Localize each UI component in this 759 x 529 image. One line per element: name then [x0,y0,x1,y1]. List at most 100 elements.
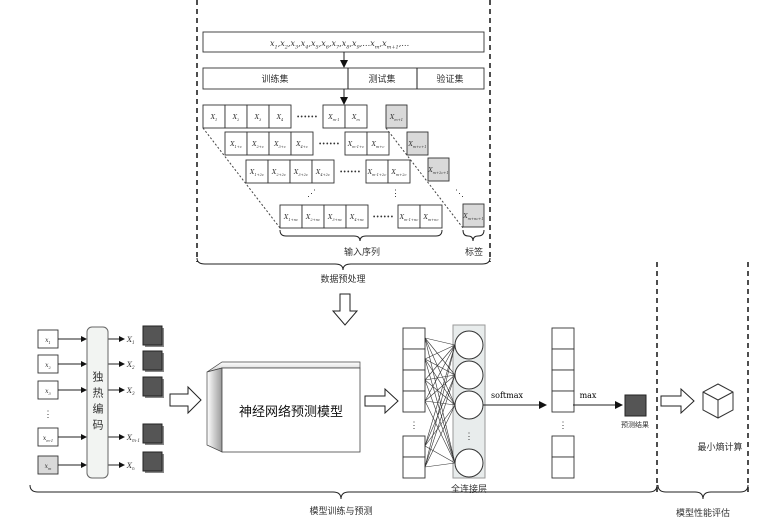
horizontal-ellipsis: •••••• [318,141,339,148]
vector-cell [402,348,426,371]
vertical-ellipsis: ⋰ [307,189,316,199]
input-cell-label: X2 [232,114,240,122]
hollow-arrow-right [660,387,695,415]
cube-icon [702,383,734,419]
input-cell [311,159,335,184]
encoded-token-label: Xm-1 [126,434,140,443]
input-cell-label: X3+2c [293,169,308,177]
input-token-label: x2 [45,362,51,370]
fc-neurons [454,330,484,478]
input-cell-label: Xm-1 [327,114,339,122]
vector-cell [551,348,575,371]
input-cell [268,104,292,129]
fc-connections [424,337,456,468]
one-hot-encoder [86,326,109,479]
label-cell-label: Xm+c+1 [407,141,426,149]
input-cell-label: Xm-1+2c [367,169,387,177]
input-cell [344,104,368,129]
input-cell-label: X2+c [251,141,264,149]
vector-cell [551,327,575,350]
encoded-token-label: X1 [126,336,135,345]
input-token [37,427,59,447]
label-cell [406,131,429,156]
input-cell-label: Xm-1+c [347,141,364,149]
neuron [454,330,484,360]
model-label: 神经网络预测模型 [239,404,343,420]
one-hot-block [142,451,163,472]
vector-cell [402,435,426,458]
input-cell [387,159,411,184]
dataset-split: 训练集 测试集 验证集 [202,67,485,90]
vector-cell [551,456,575,479]
input-cell [290,131,314,156]
input-cell-label: X1+2c [249,169,264,177]
window-guide-left [202,127,281,229]
training-brace [29,484,658,500]
input-cell [224,131,248,156]
vector-cell [551,390,575,413]
one-hot-block [142,325,163,346]
input-cell-label: X3+c [273,141,286,149]
preprocess-brace [196,257,491,271]
vertical-ellipsis: ⋮ [465,432,474,442]
input-cell-label: Xm+2c [391,169,407,177]
input-token-label: x3 [45,388,51,396]
input-cell-label: X3 [254,114,262,122]
encoded-token-label: Xn [126,462,135,471]
input-cell [366,131,390,156]
label-label: 标签 [465,246,483,258]
vector-cell [402,327,426,350]
input-token-label: xm [45,463,52,471]
input-cell [345,204,369,229]
split-train: 训练集 [261,73,288,85]
window-guide-right [385,127,464,229]
fc-label: 全连接层 [451,483,487,495]
input-cell-label: X4+c [295,141,308,149]
softmax-output-vector: ⋮ [551,327,575,479]
vertical-ellipsis: ⋮ [44,410,53,420]
input-cell [268,131,292,156]
preprocess-section-label: 数据预处理 [320,273,365,285]
input-cell-label: Xm+c [371,141,385,149]
vertical-ellipsis: ⋮ [559,421,568,431]
label-cell [427,157,450,182]
input-cell-label: X1 [210,114,218,122]
hollow-arrow-right [169,385,202,415]
neuron [454,390,484,420]
label-cell-label: Xm+nc+1 [462,213,483,221]
input-cell-label: X4 [276,114,284,122]
input-brace [279,229,443,242]
vector-cell [402,390,426,413]
encoder-label: 独热编码 [91,370,104,435]
one-hot-block [142,423,163,444]
max-label: max [580,391,597,400]
input-sequence-label: 输入序列 [344,246,380,258]
softmax-label: softmax [491,391,523,400]
entropy-label: 最小熵计算 [697,441,742,453]
hollow-arrow-right [364,387,399,415]
input-token-label: x1 [45,337,51,345]
horizontal-ellipsis: •••••• [372,214,393,221]
one-hot-block [142,376,163,397]
sequence-text: x1,x2,x3,x4,x5,x6,x7,x8,x9,…xm,xm+1,… [270,39,409,50]
vector-cell [551,369,575,392]
evaluation-brace [657,484,749,500]
vector-cell [402,369,426,392]
prediction-block [624,394,647,417]
evaluation-section-label: 模型性能评估 [676,507,730,519]
input-cell-label: X1+nc [283,214,298,222]
vector-cell [551,435,575,458]
input-cell [246,131,270,156]
input-cell-label: X2+2c [271,169,286,177]
input-cell-label: Xm [351,114,360,122]
input-cell-label: X4+2c [315,169,330,177]
label-cell [462,203,485,228]
input-cell-label: X2+nc [305,214,320,222]
vector-cell [402,456,426,479]
split-test: 测试集 [368,73,395,85]
encoded-token-label: X3 [126,387,135,396]
